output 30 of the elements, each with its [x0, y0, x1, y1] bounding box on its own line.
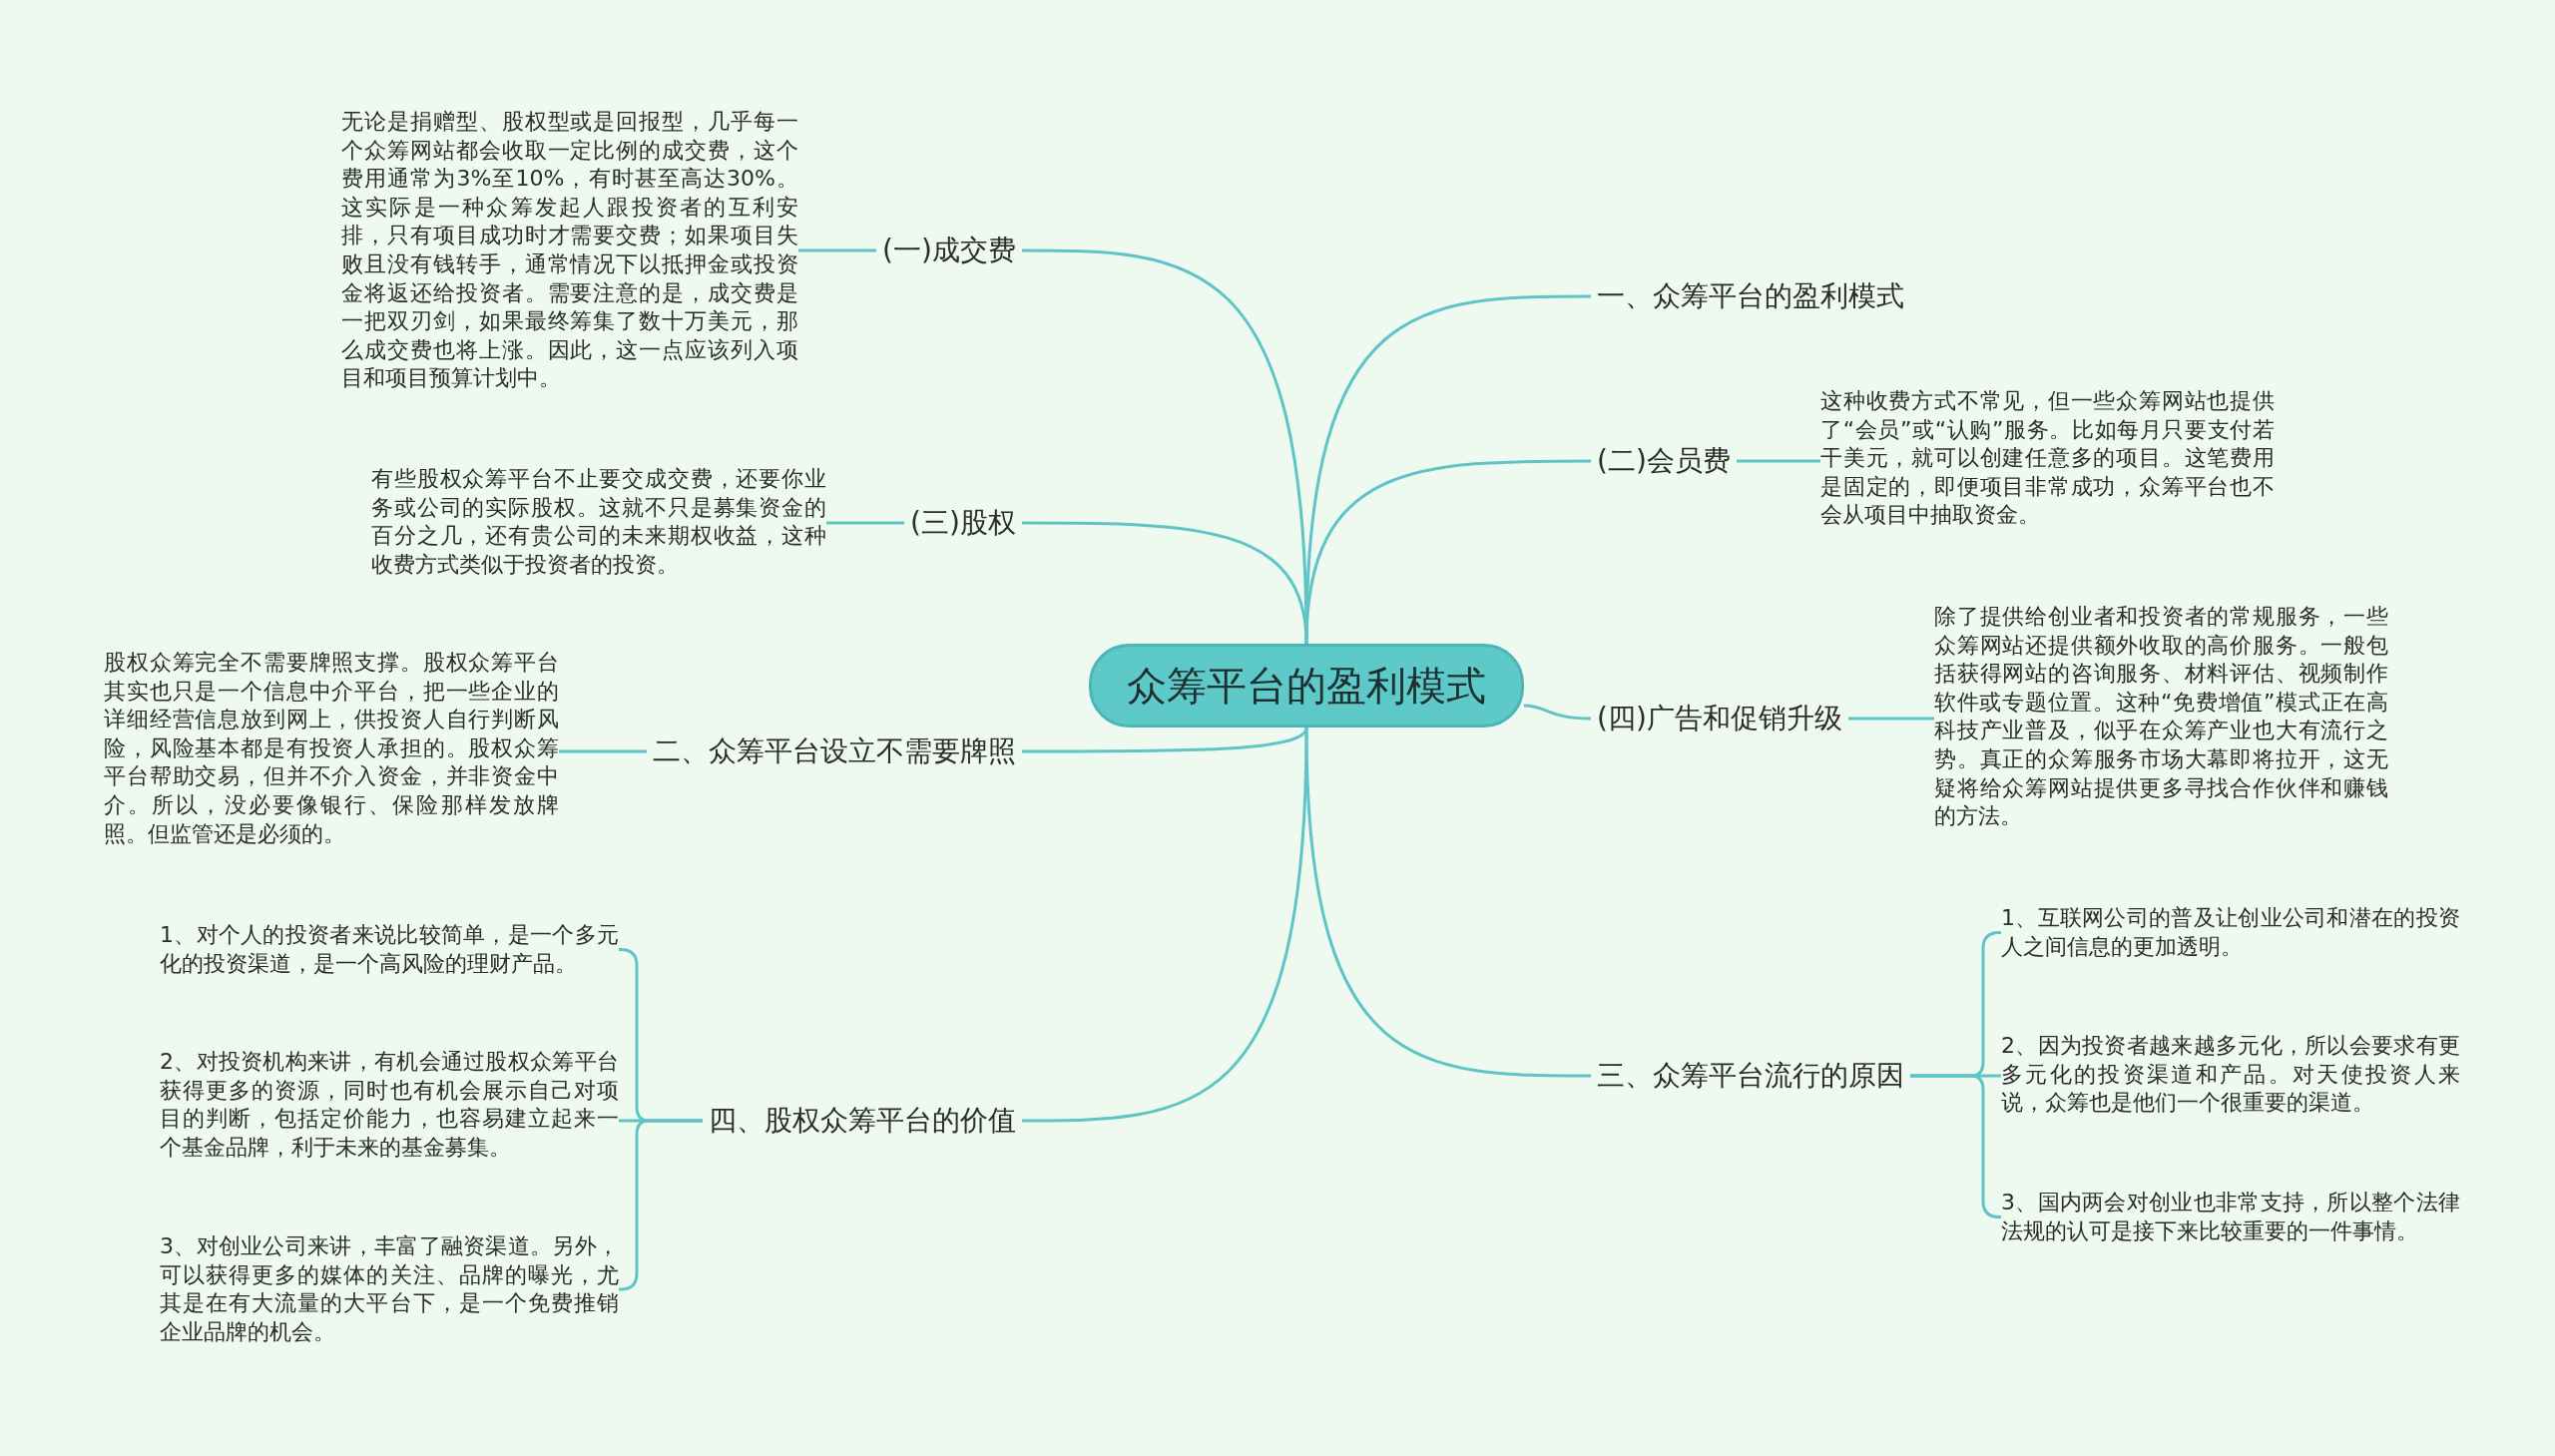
note-text: 这种收费方式不常见，但一些众筹网站也提供了“会员”或“认购”服务。比如每月只要支付若干美元，就可以创建任意多的项目。这笔费用是固定的，即便项目非常成功，众筹平台也不会从项目中抽取资金。: [1820, 387, 2275, 530]
note-text: 1、互联网公司的普及让创业公司和潜在的投资人之间信息的更加透明。: [2001, 904, 2460, 962]
connector-line: [826, 521, 904, 525]
connector-line: [1022, 521, 1308, 645]
note-text: 无论是捐赠型、股权型或是回报型，几乎每一个众筹网站都会收取一定比例的成交费，这个费用通常为3%至10%，有时甚至高达30%。这实际是一种众筹发起人跟投资者的互利安排，只有项目成功时才需要交费；如果项目失败且没有钱转手，通常情况下以抵押金或投资金将返还给投资者。需要注意的是，成交费是一把双刃剑，如果最终筹集了数十万美元，那么成交费也将上涨。因此，这一点应该列入项目和项目预算计划中。: [341, 108, 798, 393]
branch-topic: (一)成交费: [876, 231, 1022, 270]
connector-line: [798, 248, 876, 252]
note-text: 股权众筹完全不需要牌照支撑。股权众筹平台其实也只是一个信息中介平台，把一些企业的详细经营信息放到网上，供投资人自行判断风险，风险基本都是有投资人承担的。股权众筹平台帮助交易，但并不介入资金，并非资金中介。所以，没必要像银行、保险那样发放牌照。但监管还是必须的。: [104, 649, 559, 849]
note-text: 除了提供给创业者和投资者的常规服务，一些众筹网站还提供额外收取的高价服务。一般包括获得网站的咨询服务、材料评估、视频制作软件或专题位置。这种“免费增值”模式正在高科技产业普及，似乎在众筹产业也大有流行之势。真正的众筹服务市场大幕即将拉开，这无疑将给众筹网站提供更多寻找合作伙伴和赚钱的方法。: [1934, 603, 2388, 831]
note-text: 3、国内两会对创业也非常支持，所以整个法律法规的认可是接下来比较重要的一件事情。: [2001, 1189, 2460, 1246]
note-text: 3、对创业公司来讲，丰富了融资渠道。另外，可以获得更多的媒体的关注、品牌的曝光，尤其是在有大流量的大平台下，是一个免费推销企业品牌的机会。: [160, 1232, 619, 1347]
note-text: 2、因为投资者越来越多元化，所以会要求有更多元化的投资渠道和产品。对天使投资人来说，众筹也是他们一个很重要的渠道。: [2001, 1032, 2460, 1118]
note-text: 1、对个人的投资者来说比较简单，是一个多元化的投资渠道，是一个高风险的理财产品。: [160, 921, 619, 979]
branch-topic: 三、众筹平台流行的原因: [1591, 1056, 1910, 1096]
branch-topic: (二)会员费: [1591, 441, 1737, 481]
connector-line: [1022, 727, 1308, 1123]
connector-line: [1304, 727, 1591, 1078]
branch-topic: 一、众筹平台的盈利模式: [1591, 276, 1910, 316]
connector-line: [1848, 717, 1934, 721]
connector-line: [1304, 459, 1591, 645]
connector-line: [1737, 459, 1820, 463]
note-text: 有些股权众筹平台不止要交成交费，还要你业务或公司的实际股权。这就不只是募集资金的百分之几，还有贵公司的未来期权收益，这种收费方式类似于投资者的投资。: [371, 465, 826, 580]
central-topic-box: 众筹平台的盈利模式: [1089, 644, 1524, 728]
branch-topic: 二、众筹平台设立不需要牌照: [647, 731, 1022, 771]
branch-topic: (四)广告和促销升级: [1591, 699, 1848, 738]
branch-topic: 四、股权众筹平台的价值: [703, 1101, 1022, 1141]
connector-line: [559, 749, 647, 753]
note-text: 2、对投资机构来讲，有机会通过股权众筹平台获得更多的资源，同时也有机会展示自己对项目的判断，包括定价能力，也容易建立起来一个基金品牌，利于未来的基金募集。: [160, 1048, 619, 1163]
branch-topic: (三)股权: [904, 503, 1022, 543]
connector-line: [1523, 704, 1592, 721]
